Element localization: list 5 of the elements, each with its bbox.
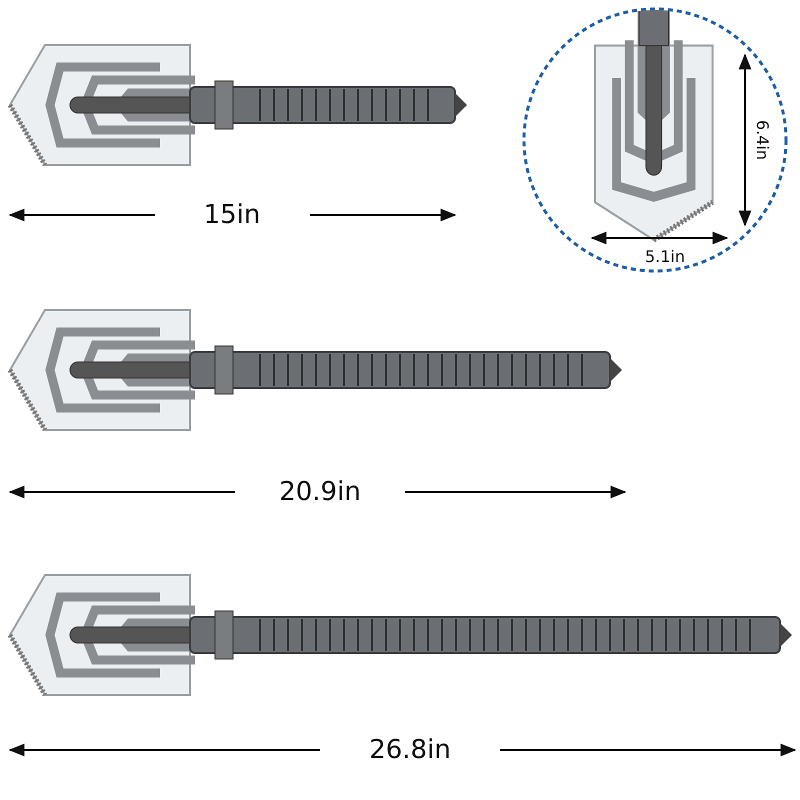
dimension-label: 5.1in bbox=[644, 249, 686, 265]
dimension-label: 20.9in bbox=[279, 479, 361, 505]
dimension-label: 26.8in bbox=[369, 737, 451, 763]
dimension-label: 6.4in bbox=[754, 120, 770, 160]
dimension-label: 15in bbox=[204, 202, 260, 228]
